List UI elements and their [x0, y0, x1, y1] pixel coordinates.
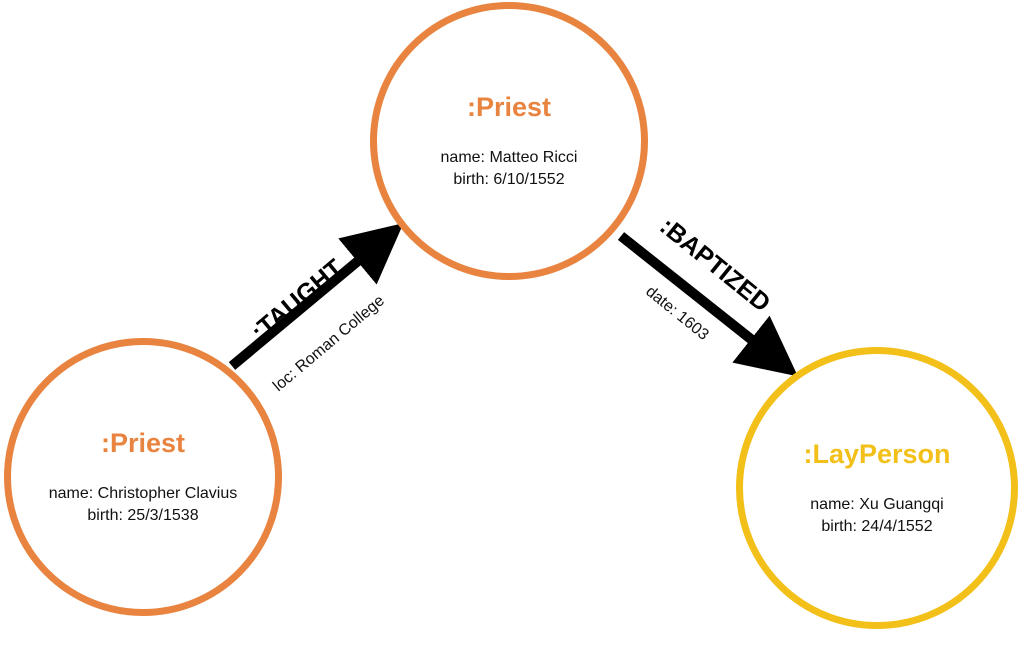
node-layperson-xu[interactable]: :LayPerson name: Xu Guangqi birth: 24/4/… [736, 347, 1018, 629]
node-label: :Priest [466, 91, 552, 122]
node-name-property: name: Xu Guangqi [810, 495, 944, 513]
node-label: :Priest [100, 427, 186, 458]
taught-edge [228, 223, 404, 370]
baptized-edge [617, 232, 798, 377]
node-name-property: name: Christopher Clavius [48, 484, 238, 502]
node-birth-property: birth: 24/4/1552 [821, 517, 933, 535]
node-priest-ricci[interactable]: :Priest name: Matteo Ricci birth: 6/10/1… [370, 2, 648, 280]
node-label: :LayPerson [803, 438, 951, 469]
node-name-property: name: Matteo Ricci [440, 148, 578, 166]
node-birth-property: birth: 25/3/1538 [87, 506, 199, 524]
node-birth-property: birth: 6/10/1552 [453, 170, 565, 188]
node-priest-clavius[interactable]: :Priest name: Christopher Clavius birth:… [4, 338, 282, 616]
